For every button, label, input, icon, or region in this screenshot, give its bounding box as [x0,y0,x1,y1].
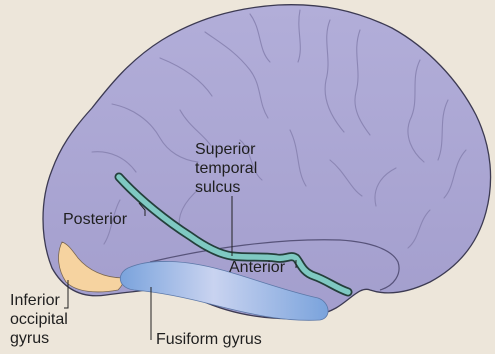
label-inferior-occipital-gyrus-line1: Inferior [10,291,60,310]
label-posterior: Posterior [63,210,127,229]
label-inferior-occipital-gyrus-line2: occipital [10,310,68,329]
label-superior-temporal-sulcus-line1: Superior [195,140,255,159]
label-anterior: Anterior [229,258,285,277]
label-superior-temporal-sulcus-line2: temporal [195,159,257,178]
label-inferior-occipital-gyrus-line3: gyrus [10,329,49,348]
label-fusiform-gyrus: Fusiform gyrus [156,330,262,349]
label-superior-temporal-sulcus-line3: sulcus [195,178,240,197]
